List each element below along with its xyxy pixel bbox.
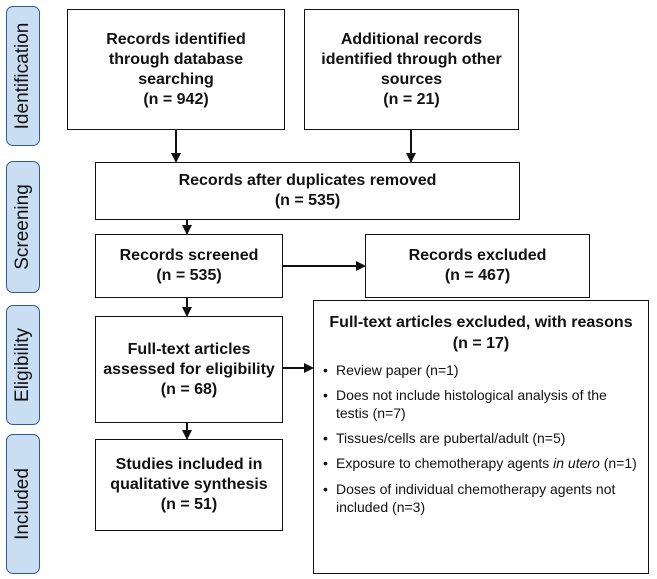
box-fulltext-count: (n = 68) [160,380,218,398]
box-database-records: Records identified through database sear… [67,9,285,130]
phase-identification-label: Identification [12,22,33,130]
box-database-title: Records identified through database sear… [106,30,246,88]
box-fulltext-assessed: Full-text articles assessed for eligibil… [95,316,283,423]
box-studies-included: Studies included in qualitative synthesi… [95,439,283,531]
box-fulltext-title: Full-text articles assessed for eligibil… [103,340,275,378]
reason-item: • Does not include histological analysis… [322,386,640,422]
reason-item: • Review paper (n=1) [322,361,640,379]
reason-text: Tissues/cells are pubertal/adult (n=5) [336,430,566,447]
box-screened-title: Records screened [119,247,259,264]
reason-text: Doses of individual chemotherapy agents … [336,480,616,515]
reason-text-pre: Exposure to chemotherapy agents [336,455,554,472]
phase-screening: Screening [6,161,40,293]
box-other-sources-count: (n = 21) [383,90,440,108]
bullet-icon: • [323,455,328,472]
phase-eligibility: Eligibility [6,305,40,425]
reason-item: • Exposure to chemotherapy agents in ute… [322,454,640,472]
box-excluded-count: (n = 467) [444,267,511,284]
box-excluded-title: Records excluded [408,247,547,264]
reason-text-post: (n=1) [599,455,637,472]
bullet-icon: • [323,480,328,497]
bullet-icon: • [323,386,328,403]
box-included-title: Studies included in qualitative synthesi… [110,456,268,493]
bullet-icon: • [323,361,328,378]
box-screened-count: (n = 535) [156,267,222,284]
reason-item: • Doses of individual chemotherapy agent… [322,480,640,516]
box-records-screened: Records screened (n = 535) [95,234,283,298]
reason-text: Review paper (n=1) [336,361,459,378]
bullet-icon: • [323,430,328,447]
reason-item: • Tissues/cells are pubertal/adult (n=5) [322,429,640,447]
box-other-sources: Additional records identified through ot… [304,9,519,130]
reasons-title: Full-text articles excluded, with reason… [329,314,633,331]
box-included-count: (n = 51) [160,496,218,513]
phase-screening-label: Screening [12,184,33,270]
box-duplicates-count: (n = 535) [274,192,341,209]
reason-text-italic: in utero [553,455,600,472]
reasons-list: • Review paper (n=1) • Does not include … [322,361,640,516]
phase-identification: Identification [6,6,40,146]
phase-included: Included [6,434,40,574]
reason-text: Exposure to chemotherapy agents in utero… [336,455,637,471]
box-fulltext-excluded-reasons: Full-text articles excluded, with reason… [313,300,649,574]
reasons-count: (n = 17) [452,334,510,352]
box-records-excluded: Records excluded (n = 467) [365,234,590,298]
box-duplicates-removed: Records after duplicates removed (n = 53… [95,162,520,220]
phase-eligibility-label: Eligibility [12,328,33,402]
box-other-sources-title: Additional records identified through ot… [321,30,502,88]
box-database-count: (n = 942) [143,90,209,108]
box-duplicates-title: Records after duplicates removed [178,172,437,189]
phase-included-label: Included [12,468,33,540]
reason-text: Does not include histological analysis o… [336,386,607,421]
